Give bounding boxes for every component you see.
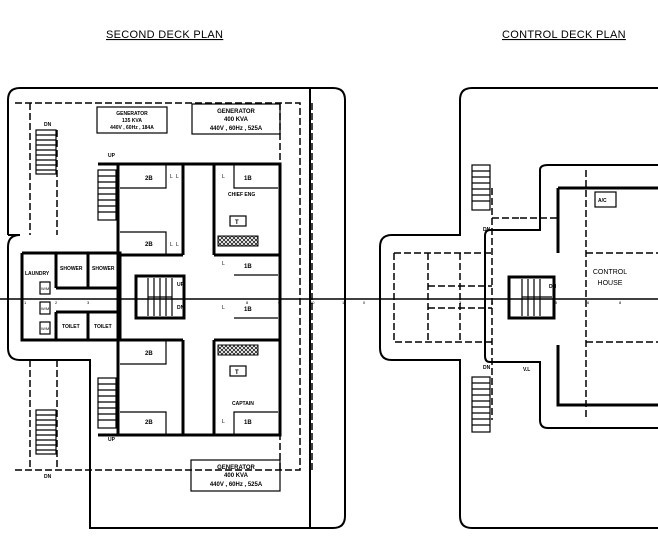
- second-deck-title: SECOND DECK PLAN: [106, 29, 223, 41]
- shower-label: SHOWER: [92, 266, 115, 272]
- cabin-1b-label: 1B: [244, 420, 252, 426]
- table: T: [229, 365, 247, 377]
- grid-numbers-control: 0 3 4 5 6 8: [363, 300, 622, 305]
- cabin-2b-label: 2B: [145, 351, 153, 357]
- locker-labels: L L L L L L L L: [170, 174, 225, 425]
- generator-spec: 440V , 60Hz , 525A: [210, 482, 263, 488]
- stair-control-top: DN: [471, 164, 491, 233]
- washing-machine: W/M: [39, 321, 51, 335]
- control-house-label: HOUSE: [598, 280, 623, 287]
- svg-text:W/M: W/M: [41, 326, 49, 331]
- svg-text:W/M: W/M: [41, 306, 49, 311]
- svg-text:L: L: [170, 174, 173, 180]
- svg-text:8: 8: [246, 300, 249, 305]
- toilet-label: TOILET: [62, 324, 80, 330]
- generator-label: GENERATOR: [217, 465, 255, 471]
- svg-text:T: T: [235, 220, 239, 226]
- stair-left-top: DN: [35, 122, 57, 175]
- stair-up-label: UP: [108, 437, 116, 443]
- stair-dn-label: DN: [44, 474, 52, 480]
- stair-dn-label: DN: [177, 305, 185, 311]
- laundry-label: LAUNDRY: [25, 271, 50, 277]
- svg-text:4: 4: [491, 300, 494, 305]
- svg-text:L: L: [222, 261, 225, 267]
- svg-text:0: 0: [363, 300, 366, 305]
- svg-text:6: 6: [587, 300, 590, 305]
- generator-spec: 440V , 60Hz , 184A: [110, 125, 154, 131]
- generator-spec: 440V , 60Hz , 525A: [210, 126, 263, 132]
- svg-text:11: 11: [342, 300, 347, 305]
- cabin-2b-label: 2B: [145, 176, 153, 182]
- stair-up-label: UP: [108, 153, 116, 159]
- stair-control-central: DN: [507, 275, 557, 320]
- svg-text:3: 3: [459, 300, 462, 305]
- svg-text:L: L: [222, 305, 225, 311]
- svg-text:A/C: A/C: [598, 198, 607, 204]
- stair-dn-label: DN: [549, 284, 557, 290]
- vl-label: V.L: [523, 367, 530, 373]
- stair-dn-label: DN: [44, 122, 52, 128]
- stair-dn-label: DN: [483, 365, 491, 371]
- generator-rating: 400 KVA: [224, 117, 249, 123]
- control-deck-title: CONTROL DECK PLAN: [502, 29, 626, 41]
- generator-label: GENERATOR: [217, 109, 255, 115]
- svg-text:9: 9: [278, 300, 281, 305]
- svg-text:1: 1: [24, 300, 27, 305]
- svg-text:W/M: W/M: [41, 286, 49, 291]
- shower-label: SHOWER: [60, 266, 83, 272]
- sofa: [217, 344, 259, 356]
- stair-lower: UP: [97, 377, 117, 443]
- washing-machine: W/M: [39, 281, 51, 295]
- cabin-2b-label: 2B: [145, 242, 153, 248]
- svg-text:5: 5: [555, 300, 558, 305]
- svg-text:2: 2: [55, 300, 58, 305]
- stair-left-bottom: DN: [35, 409, 57, 480]
- toilet-label: TOILET: [94, 324, 112, 330]
- captain-label: CAPTAIN: [232, 401, 254, 407]
- svg-text:L: L: [176, 174, 179, 180]
- cabin-1b-label: 1B: [244, 264, 252, 270]
- cabin-1b-label: 1B: [244, 307, 252, 313]
- stair-up-label: UP: [177, 282, 185, 288]
- second-deck-plan: GENERATOR 135 KVA 440V , 60Hz , 184A GEN…: [0, 87, 658, 529]
- stair-control-bottom: DN: [471, 365, 491, 433]
- table: T: [229, 215, 247, 227]
- stair-dn-label: DN: [483, 227, 491, 233]
- svg-text:4: 4: [118, 300, 121, 305]
- generator-rating: 135 KVA: [122, 118, 142, 124]
- svg-text:10: 10: [310, 300, 315, 305]
- svg-text:8: 8: [619, 300, 622, 305]
- svg-text:L: L: [170, 242, 173, 248]
- washing-machine: W/M: [39, 301, 51, 315]
- cabin-1b-label: 1B: [244, 176, 252, 182]
- generator-bottom: GENERATOR 400 KVA 440V , 60Hz , 525A: [190, 459, 281, 492]
- svg-text:L: L: [222, 419, 225, 425]
- generator-top: GENERATOR 400 KVA 440V , 60Hz , 525A: [191, 103, 281, 135]
- generator-rating: 400 KVA: [224, 473, 249, 479]
- control-deck-plan: DN DN DN A/C CONTROL HOUSE V.L 0 3 4 5 6…: [363, 87, 658, 529]
- chief-eng-label: CHIEF ENG: [228, 192, 255, 198]
- svg-text:T: T: [235, 370, 239, 376]
- svg-text:L: L: [176, 242, 179, 248]
- generator-label: GENERATOR: [116, 111, 148, 117]
- grid-numbers-second: 1 2 3 4 8 9 10 11: [24, 300, 347, 305]
- stair-central: UP DN: [134, 274, 186, 320]
- cabin-2b-label: 2B: [145, 420, 153, 426]
- stair-upper: UP: [97, 153, 117, 221]
- svg-text:3: 3: [87, 300, 90, 305]
- svg-text:L: L: [222, 174, 225, 180]
- sofa: [217, 235, 259, 247]
- ac-unit: A/C: [594, 191, 617, 208]
- control-house-label: CONTROL: [593, 269, 627, 276]
- generator-small: GENERATOR 135 KVA 440V , 60Hz , 184A: [96, 106, 168, 134]
- hull-outline: [7, 87, 346, 529]
